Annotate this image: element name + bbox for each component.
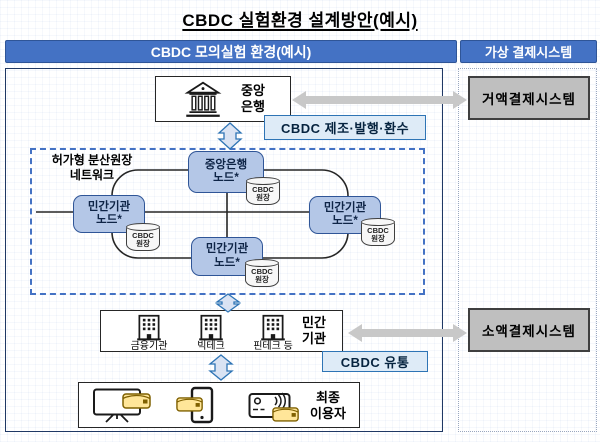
cbdc-issue-label: CBDC 제조·발행·환수 bbox=[264, 115, 426, 140]
retail-system-box: 소액결제시스템 bbox=[468, 308, 590, 352]
ledger-cylinder-top: CBDC 원장 bbox=[245, 177, 280, 205]
bank-icon bbox=[184, 81, 222, 117]
ledger-cylinder-right: CBDC 원장 bbox=[360, 218, 395, 246]
ledger-cylinder-left: CBDC 원장 bbox=[125, 223, 160, 251]
dlt-network-title: 허가형 분산원장 네트워크 bbox=[51, 153, 133, 182]
central-bank-label: 중앙 은행 bbox=[241, 83, 265, 114]
private-institutions-group-label: 민간 기관 bbox=[302, 315, 326, 346]
financial-institution-label: 금융기관 bbox=[130, 341, 168, 352]
rtgs-system-box: 거액결제시스템 bbox=[468, 76, 590, 120]
ledger-cylinder-bottom: CBDC 원장 bbox=[244, 259, 279, 287]
end-user-label: 최종 이용자 bbox=[310, 390, 346, 421]
simulation-env-header: CBDC 모의실험 환경(예시) bbox=[5, 40, 457, 63]
page-title: CBDC 실험환경 설계방안(예시) bbox=[182, 11, 418, 30]
bigtech-label: 빅테크 bbox=[197, 341, 225, 352]
virtual-payment-panel bbox=[458, 68, 597, 432]
simulation-env-panel bbox=[5, 68, 443, 432]
virtual-payment-system-header: 가상 결제시스템 bbox=[460, 40, 597, 63]
fintech-label: 핀테크 등 bbox=[253, 341, 293, 352]
cbdc-distribution-label: CBDC 유통 bbox=[322, 351, 428, 372]
